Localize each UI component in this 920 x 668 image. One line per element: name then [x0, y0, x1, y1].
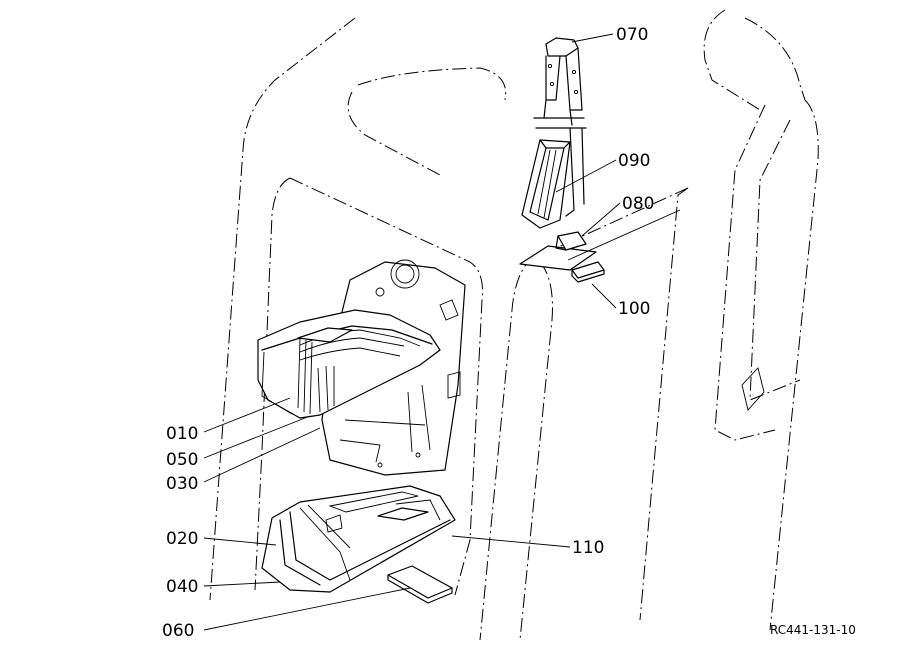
- callout-020: 020: [166, 529, 198, 549]
- callout-080: 080: [622, 194, 654, 214]
- part-060-filter: [387, 565, 453, 604]
- callout-110: 110: [572, 538, 604, 558]
- callout-060: 060: [162, 621, 194, 641]
- callout-010: 010: [166, 424, 198, 444]
- callout-040: 040: [166, 577, 198, 597]
- part-080-vent: [519, 231, 597, 271]
- callout-030: 030: [166, 474, 198, 494]
- part-100-filter: [571, 261, 605, 283]
- part-090-duct: [521, 139, 571, 229]
- leader-lines: [203, 33, 681, 631]
- callout-100: 100: [618, 299, 650, 319]
- callout-090: 090: [618, 151, 650, 171]
- part-020-lower-duct: [261, 485, 456, 593]
- part-010-duct-assembly: [257, 259, 466, 476]
- callout-labels: 070 090 080 100 010 050 030 020 040 060 …: [162, 25, 856, 641]
- part-070-bracket: [533, 37, 587, 217]
- callout-070: 070: [616, 25, 648, 45]
- drawing-code: RC441-131-10: [770, 623, 856, 637]
- callout-050: 050: [166, 450, 198, 470]
